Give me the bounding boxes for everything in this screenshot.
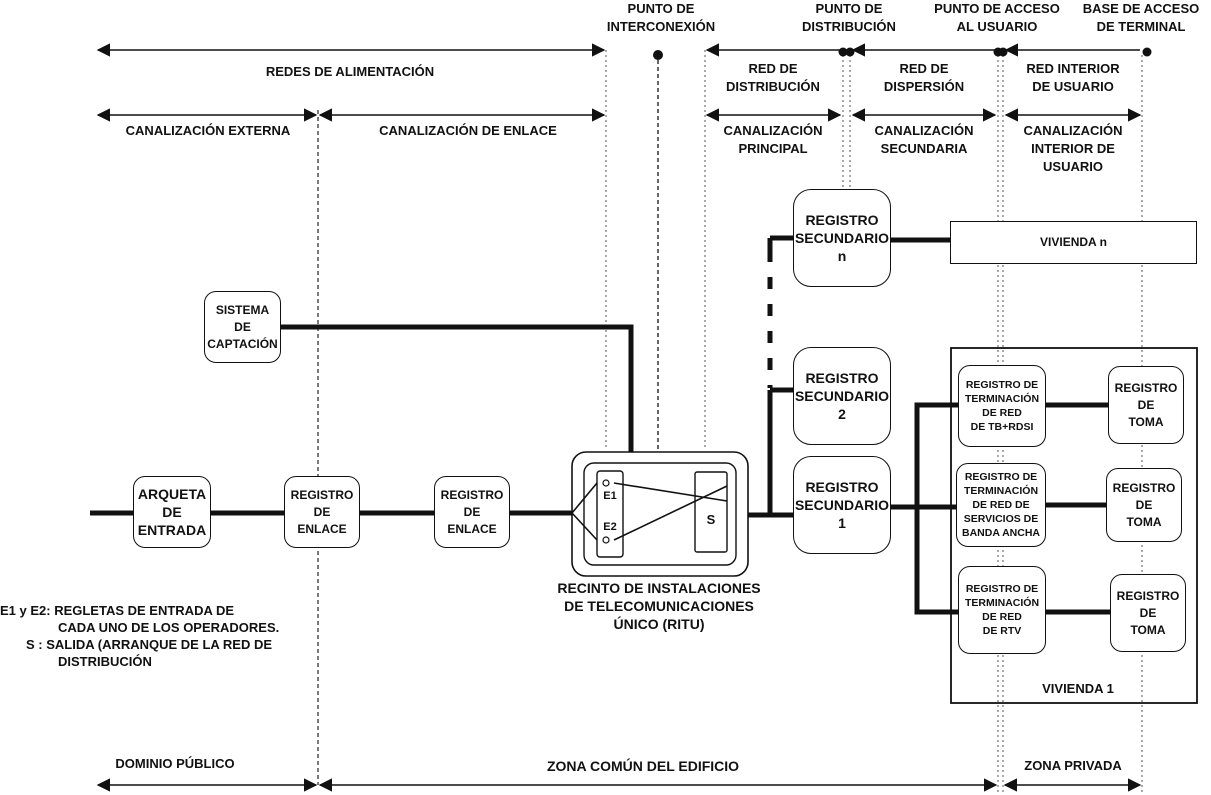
zone-dominio-publico: DOMINIO PÚBLICO [115, 756, 235, 771]
label-redes-alimentacion: REDES DE ALIMENTACIÓN [265, 64, 435, 79]
zone-comun-edificio: ZONA COMÚN DEL EDIFICIO [546, 758, 740, 774]
ritu-e2-label: E2 [603, 521, 617, 533]
ritu-s-label: S [706, 512, 716, 527]
reference-points [653, 47, 1152, 60]
vivienda-n-box: VIVIENDA n [950, 221, 1197, 264]
label-canalizacion-externa: CANALIZACIÓN EXTERNA [125, 123, 291, 138]
label-canalizacion-enlace: CANALIZACIÓN DE ENLACE [379, 123, 557, 138]
vivienda-1-box [950, 347, 1198, 704]
top-arrows [96, 43, 1142, 122]
vivienda-1-label: VIVIENDA 1 [1042, 681, 1114, 696]
legend: E1 y E2: REGLETAS DE ENTRADA DE CADA UNO… [0, 603, 280, 669]
ritu-e1-label: E1 [603, 490, 617, 502]
zone-privada: ZONA PRIVADA [1024, 758, 1122, 773]
ritu-room [571, 451, 749, 577]
